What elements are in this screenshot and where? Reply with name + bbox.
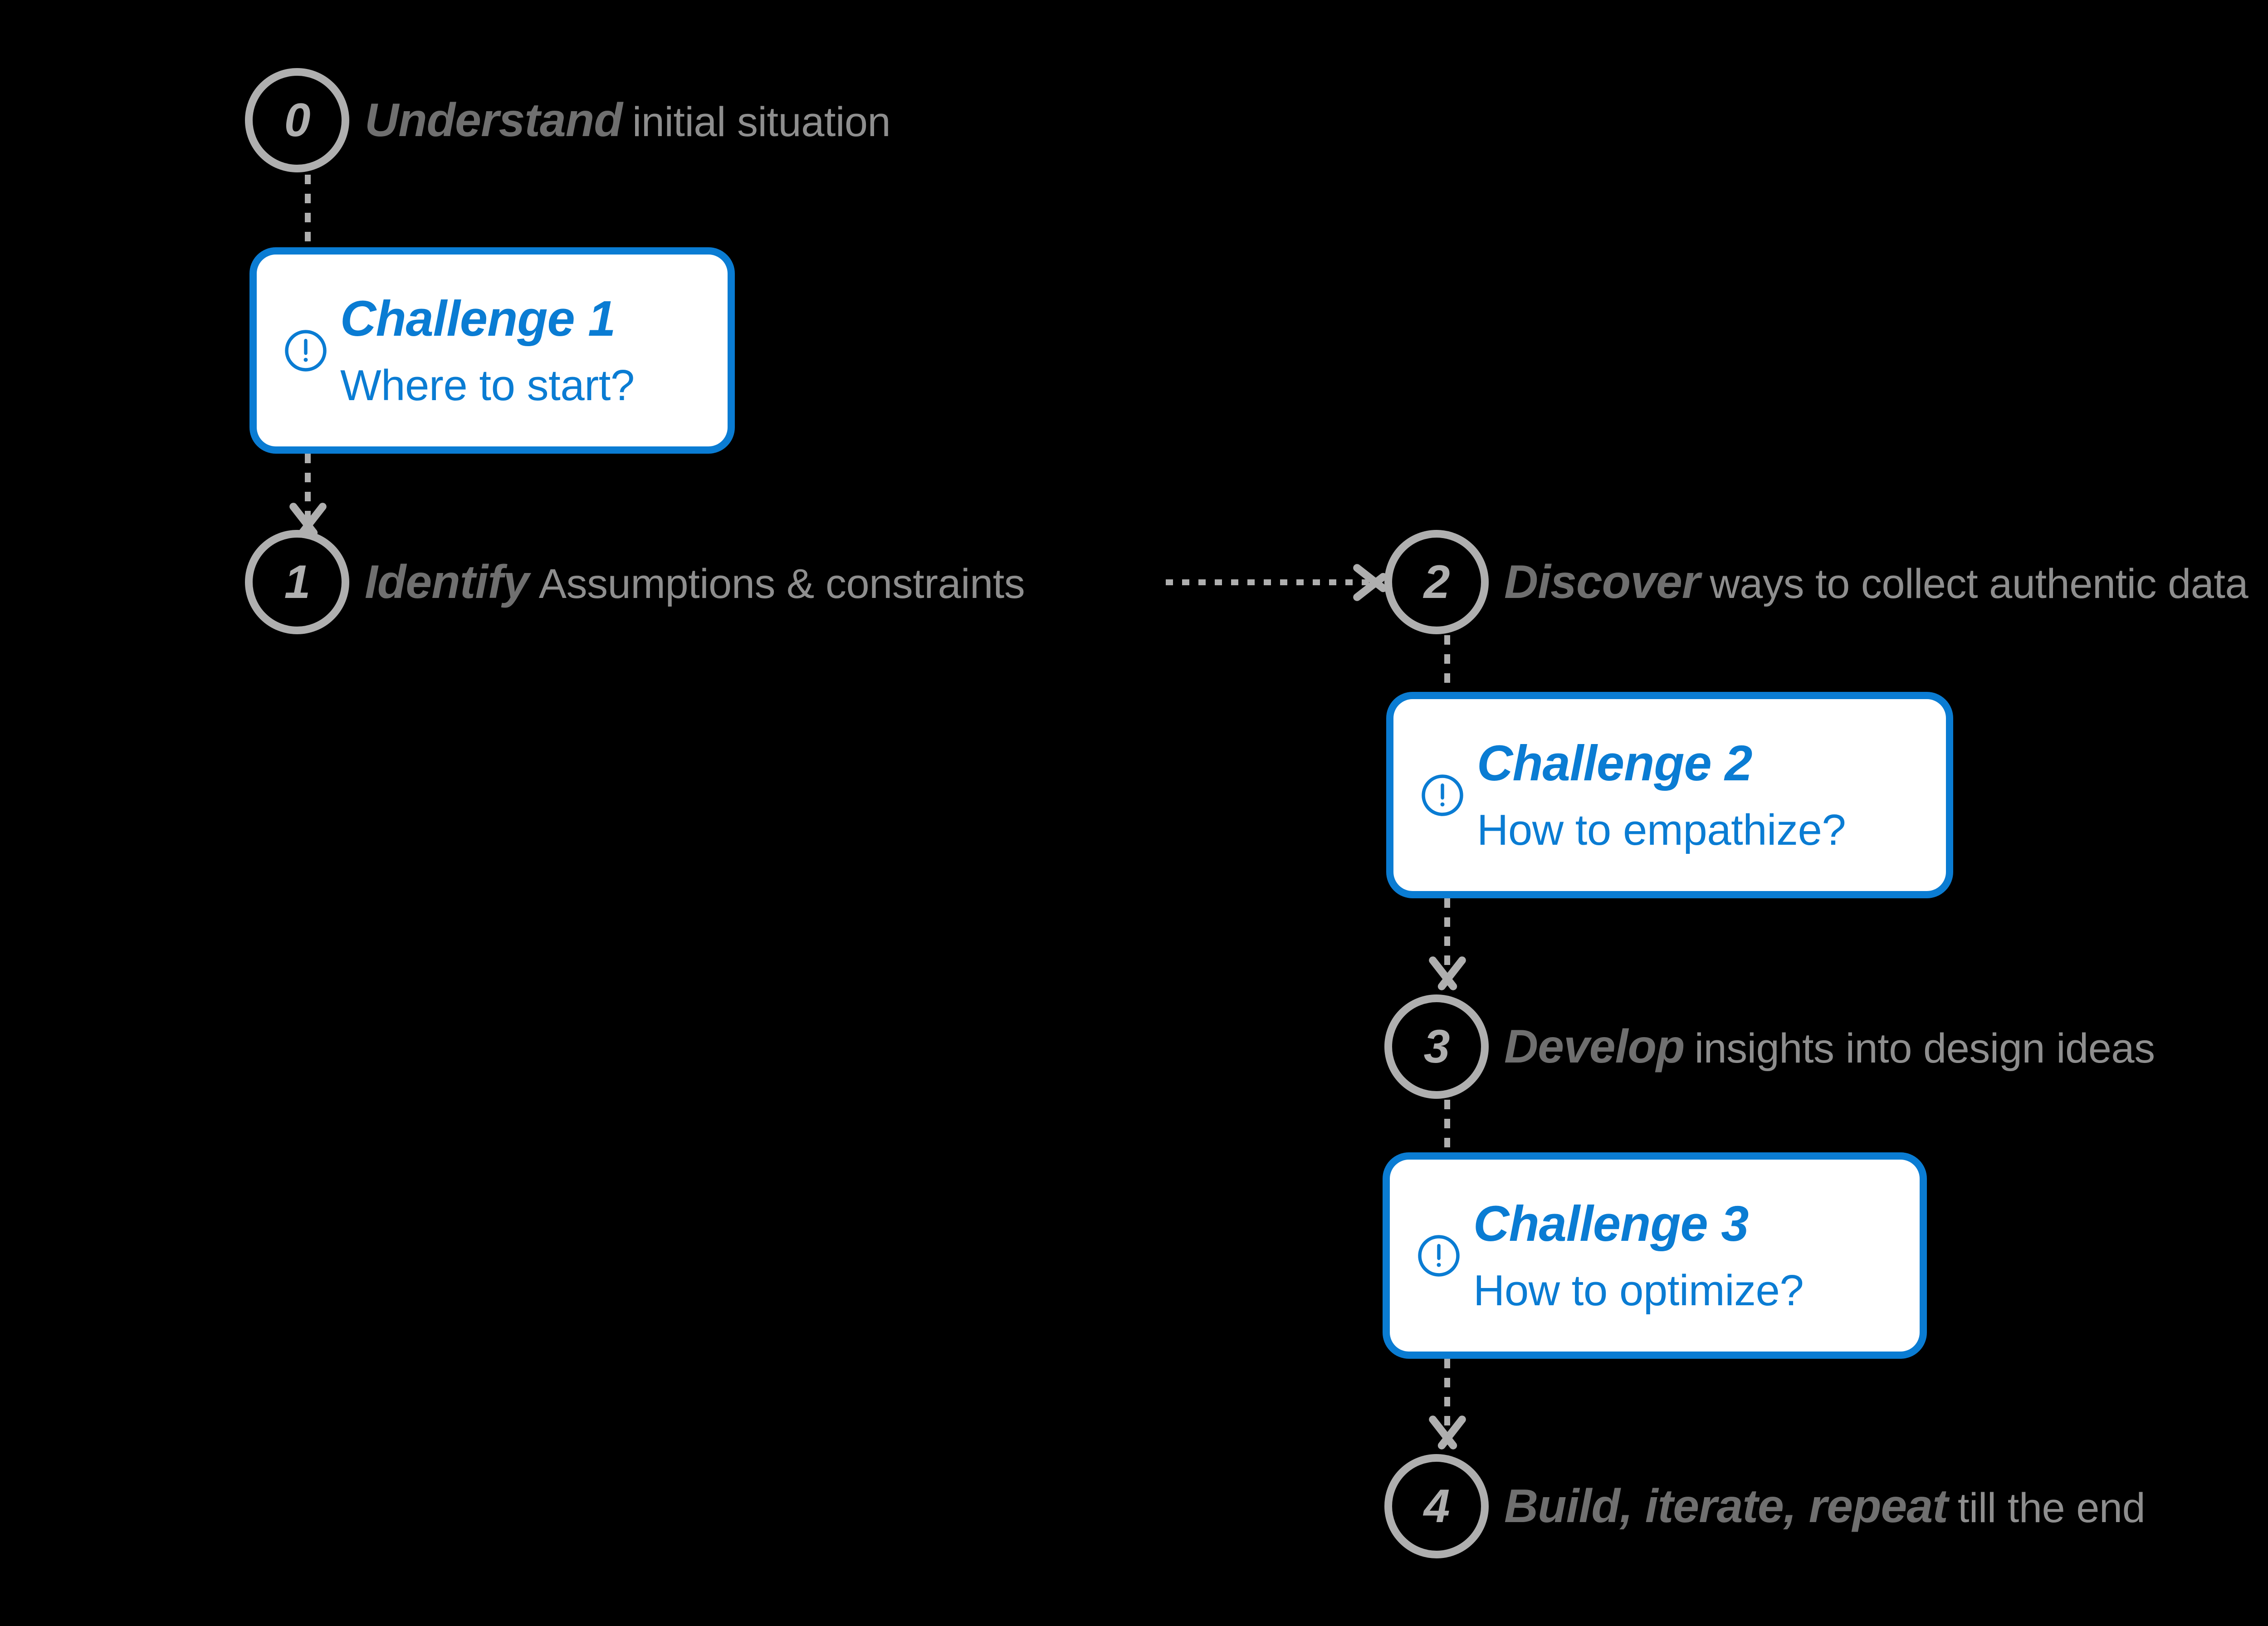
step-title-0: Understand [365,94,623,147]
challenge-question-1: Where to start? [340,361,635,410]
challenge-card-3[interactable]: Challenge 3 How to optimize? [1383,1152,1927,1359]
connector-step3-to-challenge3 [1444,1100,1450,1154]
challenge-card-1[interactable]: Challenge 1 Where to start? [249,247,735,454]
challenge-title-3: Challenge 3 [1473,1195,1749,1252]
step-desc-2: ways to collect authentic data [1710,561,2248,607]
connector-step2-to-challenge2 [1444,635,1450,703]
step-circle-1: 1 [245,530,349,634]
step-number-3: 3 [1423,1020,1450,1073]
arrowhead-to-step1 [281,504,335,539]
arrowhead-to-step3 [1420,957,1475,993]
exclamation-circle-icon [279,323,333,378]
step-number-2: 2 [1423,556,1450,608]
challenge-text-1: Challenge 1 Where to start? [340,294,635,407]
step-desc-1: Assumptions & constraints [538,561,1025,607]
connector-step0-to-challenge1 [305,175,311,247]
arrowhead-to-step2 [1354,555,1389,610]
step-title-4: Build, iterate, repeat [1504,1480,1948,1533]
exclamation-circle-icon [1415,768,1470,823]
step-circle-4: 4 [1384,1454,1489,1558]
exclamation-circle-icon [1412,1229,1466,1283]
step-title-2: Discover [1504,556,1700,608]
challenge-title-1: Challenge 1 [340,290,616,347]
challenge-text-2: Challenge 2 How to empathize? [1477,735,1846,854]
connector-step1-to-step2 [1166,579,1381,585]
step-desc-0: initial situation [632,99,891,145]
step-desc-4: till the end [1957,1485,2146,1531]
step-title-1: Identify [365,556,529,608]
step-circle-3: 3 [1384,994,1489,1099]
step-title-3: Develop [1504,1020,1685,1073]
challenge-question-3: How to optimize? [1473,1266,1804,1315]
step-number-1: 1 [284,556,311,608]
step-number-4: 4 [1423,1480,1450,1533]
challenge-text-3: Challenge 3 How to optimize? [1473,1199,1804,1313]
challenge-title-2: Challenge 2 [1477,735,1752,791]
challenge-card-2[interactable]: Challenge 2 How to empathize? [1386,692,1953,898]
challenge-question-2: How to empathize? [1477,805,1846,854]
step-desc-3: insights into design ideas [1694,1025,2156,1072]
step-number-0: 0 [284,94,311,147]
step-circle-0: 0 [245,68,349,172]
step-circle-2: 2 [1384,530,1489,634]
arrowhead-to-step4 [1420,1416,1475,1452]
